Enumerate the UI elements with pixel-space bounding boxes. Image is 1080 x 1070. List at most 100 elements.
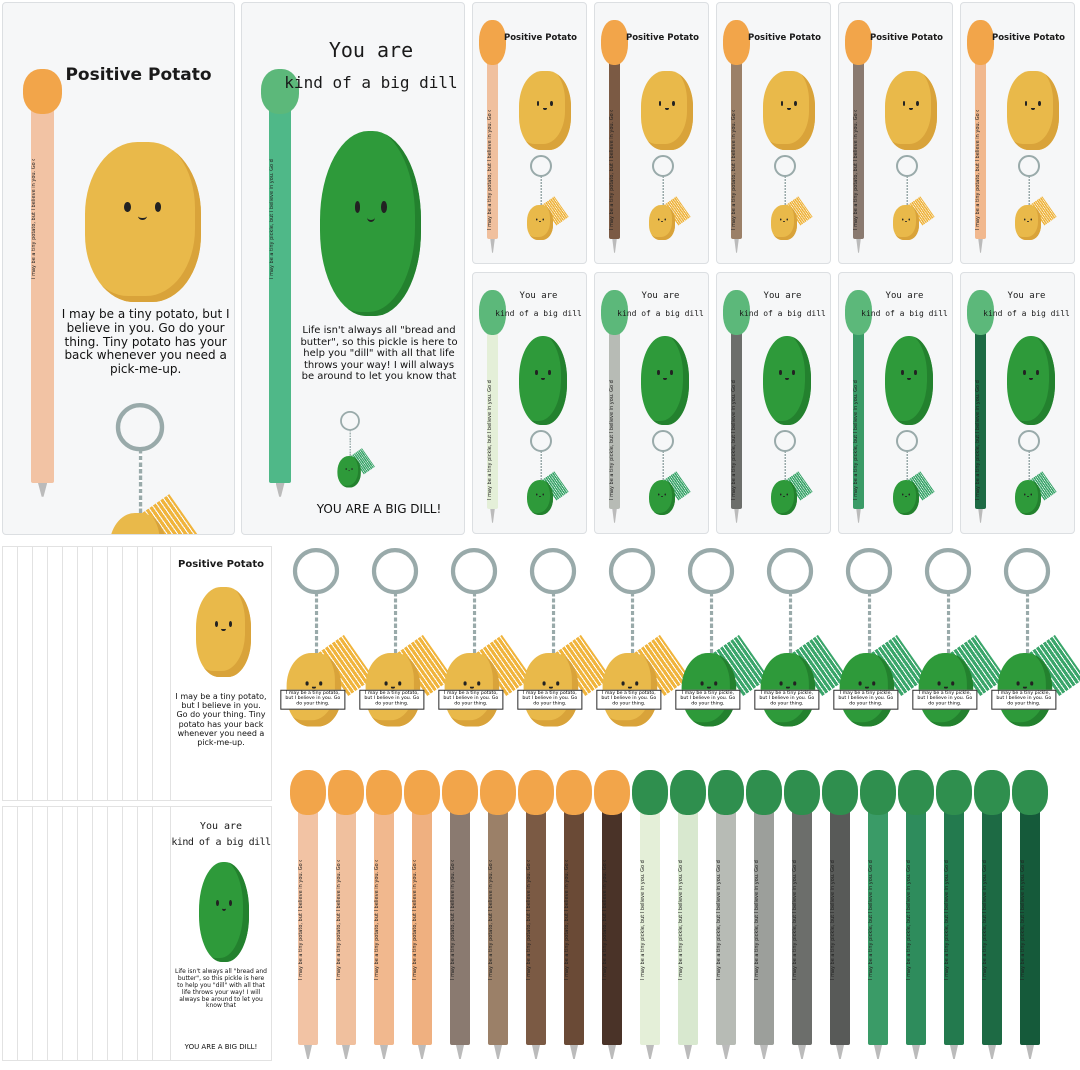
eye-icon <box>670 369 673 376</box>
eye-icon <box>354 201 361 213</box>
chain <box>349 429 351 457</box>
potato-pen: I may be a tiny potato, but I believe in… <box>22 68 63 497</box>
mouth-icon <box>390 686 396 690</box>
potato-package: I may be a tiny potato, but I believe in… <box>838 2 953 264</box>
potato-keychain <box>765 154 813 250</box>
pickle-keychain <box>521 430 569 525</box>
potato-keychain <box>887 154 935 250</box>
pen-tip <box>978 238 983 253</box>
eye-icon <box>780 493 782 496</box>
package-title-line1: You are <box>519 291 558 301</box>
pen-text: I may be a tiny pickle, but I believe in… <box>608 380 615 501</box>
package-title: Positive Potato <box>869 33 944 43</box>
keychain-label: I may be a tiny potato, but I believe in… <box>517 689 583 710</box>
potato-pen-clip <box>594 770 630 815</box>
pen-text: I may be a tiny potato, but I believe in… <box>336 860 342 980</box>
pen-text: I may be a tiny potato, but I believe in… <box>526 860 532 980</box>
pickle-pen: I may be a tiny pickle, but I believe in… <box>632 770 668 1059</box>
face <box>901 218 911 223</box>
pickle-pen-clip <box>966 290 995 336</box>
potato-keychain: I may be a tiny potato, but I believe in… <box>590 548 690 748</box>
mouth-icon <box>539 220 542 223</box>
chain <box>1028 175 1031 206</box>
face <box>779 218 789 223</box>
potato-character <box>84 141 202 302</box>
face <box>1023 218 1033 223</box>
pickle-pen: I may be a tiny pickle, but I believe in… <box>860 770 896 1059</box>
eye-icon <box>779 369 783 376</box>
potato-pen-clip <box>366 770 402 815</box>
mouth-icon <box>541 375 546 380</box>
pen-tip <box>490 508 495 523</box>
mouth-icon <box>1027 220 1030 223</box>
package-title-line1: You are <box>885 291 924 301</box>
pickle-pen-clip <box>784 770 820 815</box>
pen-text: I may be a tiny potato, but I believe in… <box>974 110 981 231</box>
face <box>777 680 799 691</box>
pen-tip <box>646 1045 654 1059</box>
pen-tip <box>978 508 983 523</box>
chain <box>946 592 951 656</box>
mouth-icon <box>783 496 786 498</box>
face <box>382 680 404 691</box>
potato-keychain <box>96 403 201 534</box>
pen-text: I may be a tiny pickle, but I believe in… <box>974 380 981 501</box>
face <box>779 493 789 498</box>
pickle-pen-clip <box>822 770 858 815</box>
eye-icon <box>665 493 667 496</box>
eye-icon <box>463 680 467 686</box>
potato-pen: I may be a tiny potato, but I believe in… <box>844 20 873 253</box>
potato-keychain: I may be a tiny potato, but I believe in… <box>511 548 611 748</box>
pen-tip <box>490 238 495 253</box>
mouth-icon <box>785 686 791 690</box>
chain <box>1025 592 1030 656</box>
pickle-pen: I may be a tiny pickle, but I believe in… <box>898 770 934 1059</box>
pen-tip <box>532 1045 540 1059</box>
potato-character <box>771 204 798 240</box>
potato-character <box>527 204 554 240</box>
chain <box>662 451 665 482</box>
mouth-icon <box>1030 106 1035 110</box>
face <box>535 493 545 498</box>
face <box>214 900 234 914</box>
card-title: Positive Potato <box>178 559 264 570</box>
eye-icon <box>1023 369 1027 376</box>
eye-icon <box>229 621 233 627</box>
mouth-icon <box>785 375 790 380</box>
mouth-icon <box>663 375 668 380</box>
potato-pen: I may be a tiny potato, but I believe in… <box>404 770 440 1059</box>
eye-icon <box>398 680 402 686</box>
eye-icon <box>1024 218 1026 221</box>
potato-pen: I may be a tiny potato, but I believe in… <box>556 770 592 1059</box>
mouth-icon <box>664 106 669 110</box>
pickle-pen-clip <box>478 290 507 336</box>
keyring <box>774 430 797 453</box>
eye-icon <box>787 493 789 496</box>
pen-text: I may be a tiny pickle, but I believe in… <box>678 860 684 980</box>
eye-icon <box>536 100 540 106</box>
package-title-line2: kind of a big dill <box>617 309 704 318</box>
pen-tip <box>1026 1045 1034 1059</box>
potato-pen-clip <box>404 770 440 815</box>
keyring <box>1018 430 1041 453</box>
mouth-icon <box>1029 375 1034 380</box>
pen-text: I may be a tiny pickle, but I believe in… <box>730 380 737 501</box>
eye-icon <box>536 218 538 221</box>
mouth-icon <box>786 106 791 110</box>
face <box>1023 493 1033 498</box>
package-title: Positive Potato <box>503 33 578 43</box>
keyring <box>1018 154 1041 177</box>
mouth-icon <box>1027 496 1030 498</box>
eye-icon <box>792 369 795 376</box>
pen-text: I may be a tiny potato, but I believe in… <box>730 110 737 231</box>
potato-keychain: I may be a tiny potato, but I believe in… <box>353 548 453 748</box>
pickle-pen-clip <box>708 770 744 815</box>
mouth-icon <box>661 220 664 223</box>
package-title-line2: kind of a big dill <box>495 309 582 318</box>
card-title-line1: You are <box>199 821 243 832</box>
mouth-icon <box>347 470 350 472</box>
card-closing: YOU ARE A BIG DILL! <box>184 1043 258 1051</box>
pen-tip <box>760 1045 768 1059</box>
keyring <box>530 154 553 177</box>
